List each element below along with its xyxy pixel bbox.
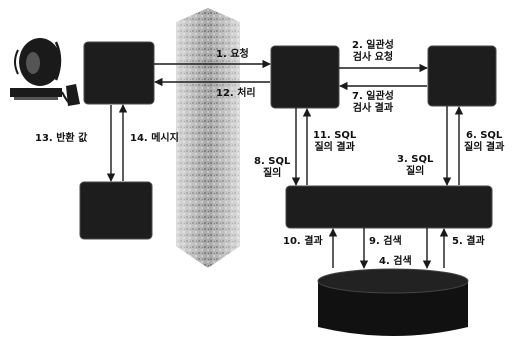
computer-user-icon bbox=[10, 38, 80, 106]
label-edge-9: 9. 검색 bbox=[369, 236, 402, 248]
label-edge-13: 13. 반환 값 bbox=[35, 133, 87, 145]
label-edge-4: 4. 검색 bbox=[379, 256, 412, 268]
label-edge-10: 10. 결과 bbox=[283, 236, 323, 248]
label-edge-12: 12. 처리 bbox=[216, 88, 256, 100]
network-band bbox=[176, 8, 240, 268]
dbms-box bbox=[286, 186, 492, 228]
label-edge-11: 11. SQL 질의 결과 bbox=[313, 130, 356, 154]
app-server-box bbox=[271, 46, 339, 108]
label-edge-8: 8. SQL 질의 bbox=[254, 156, 290, 180]
label-edge-6: 6. SQL 질의 결과 bbox=[464, 130, 504, 154]
label-edge-2: 2. 일관성 검사 요청 bbox=[352, 40, 394, 64]
label-edge-1: 1. 요청 bbox=[216, 49, 249, 61]
label-edge-7: 7. 일관성 검사 결과 bbox=[352, 91, 394, 115]
database-cylinder-icon bbox=[318, 269, 468, 336]
local-box bbox=[80, 182, 152, 239]
label-edge-14: 14. 메시지 bbox=[130, 133, 179, 145]
label-edge-5: 5. 결과 bbox=[452, 236, 485, 248]
client-box bbox=[84, 42, 154, 104]
label-edge-3: 3. SQL 질의 bbox=[397, 154, 433, 178]
consistency-box bbox=[428, 46, 496, 106]
